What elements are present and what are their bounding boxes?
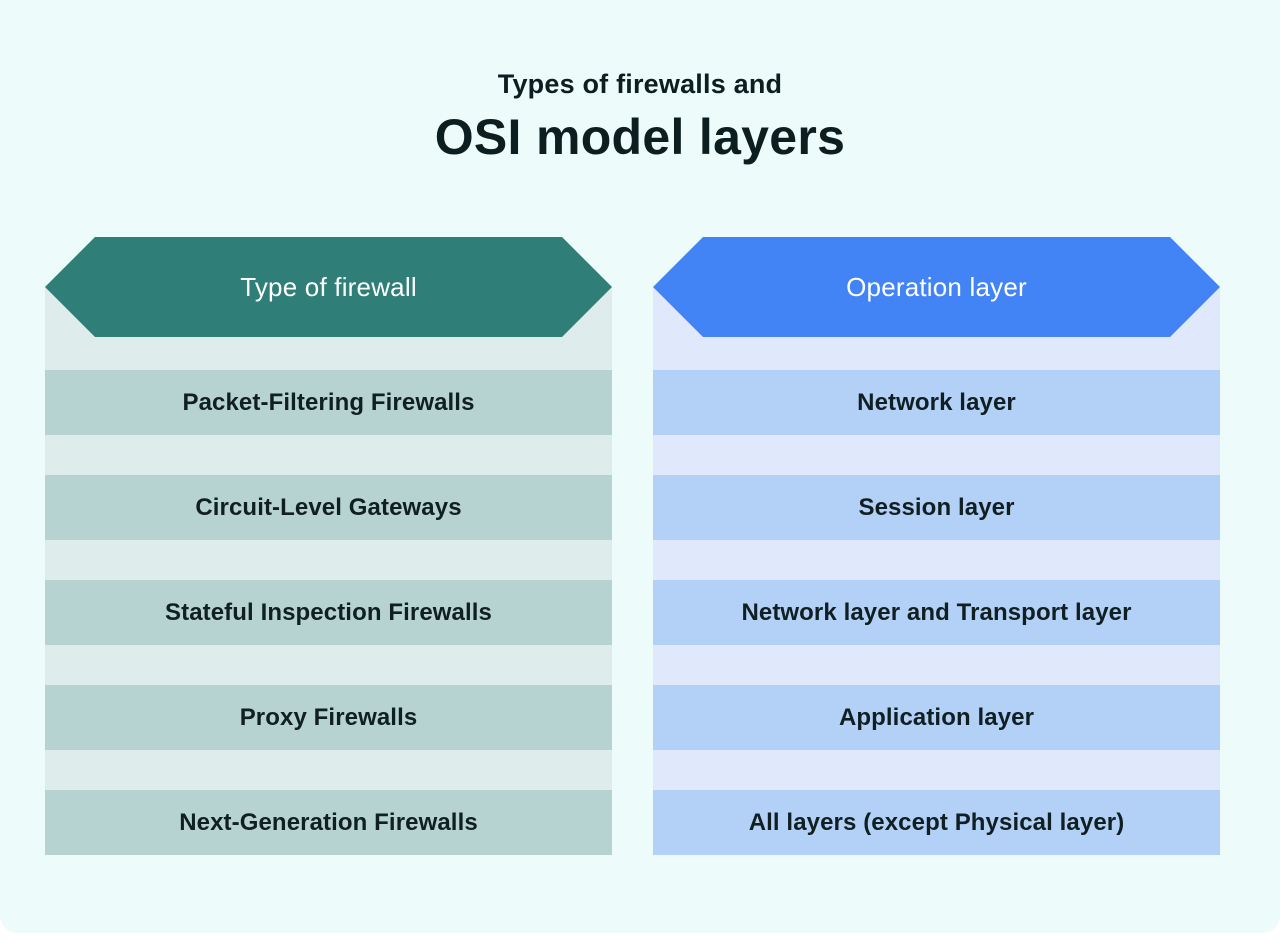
page-title: OSI model layers (434, 109, 846, 166)
table-row: Application layer (653, 685, 1220, 750)
table-row: All layers (except Physical layer) (653, 790, 1220, 855)
table-row: Session layer (653, 475, 1220, 540)
table-row: Packet-Filtering Firewalls (45, 370, 612, 435)
table-row: Circuit-Level Gateways (45, 475, 612, 540)
table-row: Proxy Firewalls (45, 685, 612, 750)
table-row: Stateful Inspection Firewalls (45, 580, 612, 645)
table-row: Network layer (653, 370, 1220, 435)
title-block: Types of firewalls and OSI model layers (0, 68, 1280, 165)
table-row: Next-Generation Firewalls (45, 790, 612, 855)
subtitle: Types of firewalls and (497, 69, 783, 99)
column-header-layer: Operation layer (653, 237, 1220, 337)
column-header-firewall: Type of firewall (45, 237, 612, 337)
table-row: Network layer and Transport layer (653, 580, 1220, 645)
